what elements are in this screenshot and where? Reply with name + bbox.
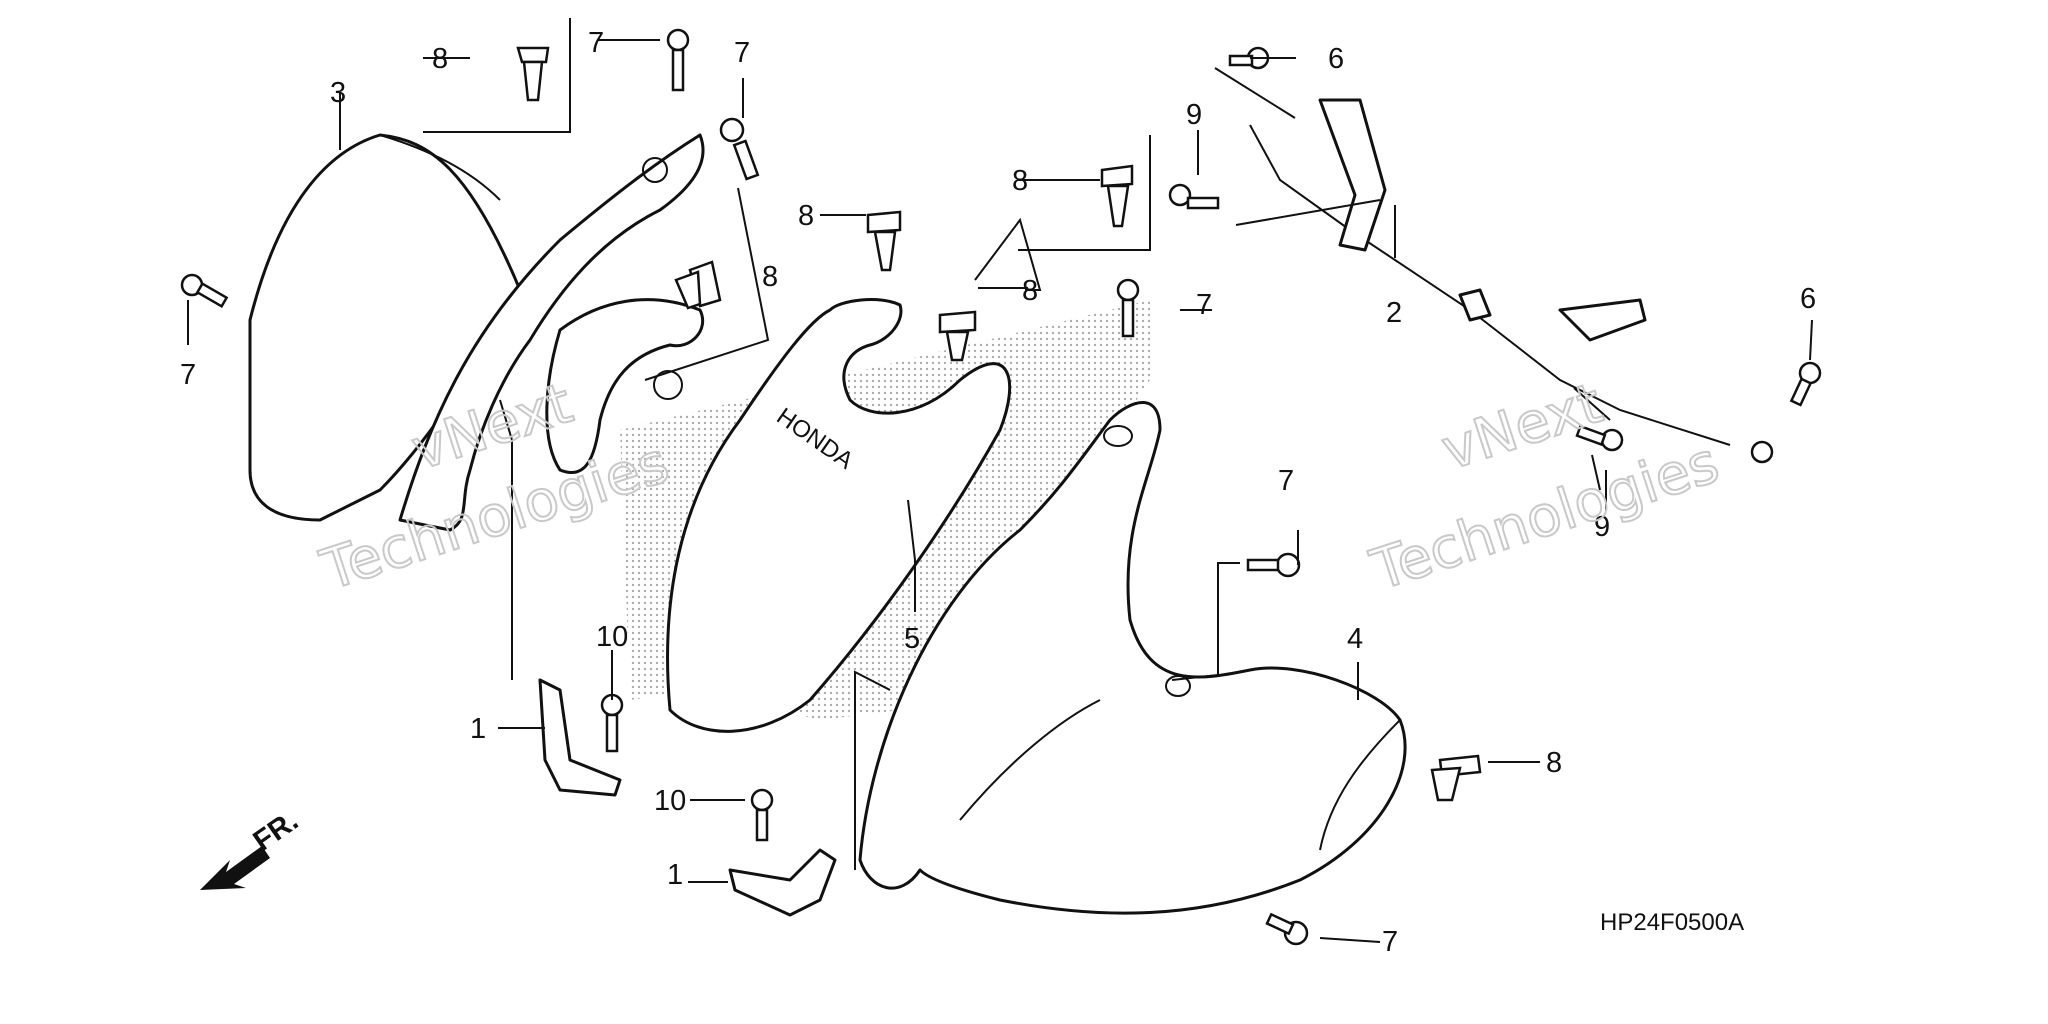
bolt-7-e [1246,552,1301,578]
watermark-line1: vNext [1434,371,1610,483]
bolt-7-b [719,117,760,181]
bolt-9-b [1575,424,1624,452]
callout-8: 8 [1546,747,1562,779]
callout-6: 6 [1800,283,1816,315]
callout-8: 8 [798,200,814,232]
callout-7: 7 [588,27,604,59]
callout-8: 8 [432,43,448,75]
bolt-7-d [1116,278,1140,338]
callout-8: 8 [1012,165,1028,197]
bolt-7-c [180,273,229,309]
front-direction-arrow: FR. [200,805,304,890]
callout-8: 8 [1022,275,1038,307]
callout-4: 4 [1347,623,1363,655]
bolt-6-b [1789,361,1822,407]
clip-8-d [938,310,977,362]
callout-9: 9 [1186,99,1202,131]
leader-lines [187,18,1813,943]
diagram-code: HP24F0500A [1600,909,1744,936]
callout-7: 7 [734,37,750,69]
windscreen-part [248,133,522,522]
bolt-7-a [666,28,690,92]
fasteners [180,28,1822,946]
bolt-7-f [1265,912,1309,946]
callout-7: 7 [1278,465,1294,497]
stay-bracket-upper [538,678,622,797]
callout-2: 2 [1386,297,1402,329]
callout-8: 8 [762,261,778,293]
callout-7: 7 [1382,926,1398,958]
front-fender-part [858,401,1407,915]
watermark-line2: Technologies [1363,430,1726,603]
callout-labels: 1 1 2 3 4 5 6 6 7 7 7 7 7 7 8 8 8 8 8 8 … [180,27,1816,958]
callout-5: 5 [904,623,920,655]
front-marker-label: FR. [248,805,305,858]
callout-7: 7 [180,359,196,391]
callout-10: 10 [654,785,686,817]
clip-8-b [674,260,722,310]
bolt-10-b [750,788,774,842]
callout-7: 7 [1196,289,1212,321]
bolt-10-a [600,693,624,753]
front-cover-inner-frame [398,133,705,532]
callout-1: 1 [667,859,683,891]
clip-8-a [516,46,550,102]
callout-1: 1 [470,713,486,745]
clip-8-c [866,210,902,272]
callout-6: 6 [1328,43,1344,75]
stay-bracket-lower [728,848,837,917]
clip-8-e [1100,164,1134,228]
wire-stay-part [1249,98,1774,464]
clip-8-f [1430,754,1482,802]
watermark-right: vNext Technologies [1362,370,1727,605]
callout-3: 3 [330,77,346,109]
callout-10: 10 [596,621,628,653]
center-front-cover-part: HONDA [666,298,1012,733]
callout-9: 9 [1594,511,1610,543]
bolt-9-a [1168,183,1220,210]
